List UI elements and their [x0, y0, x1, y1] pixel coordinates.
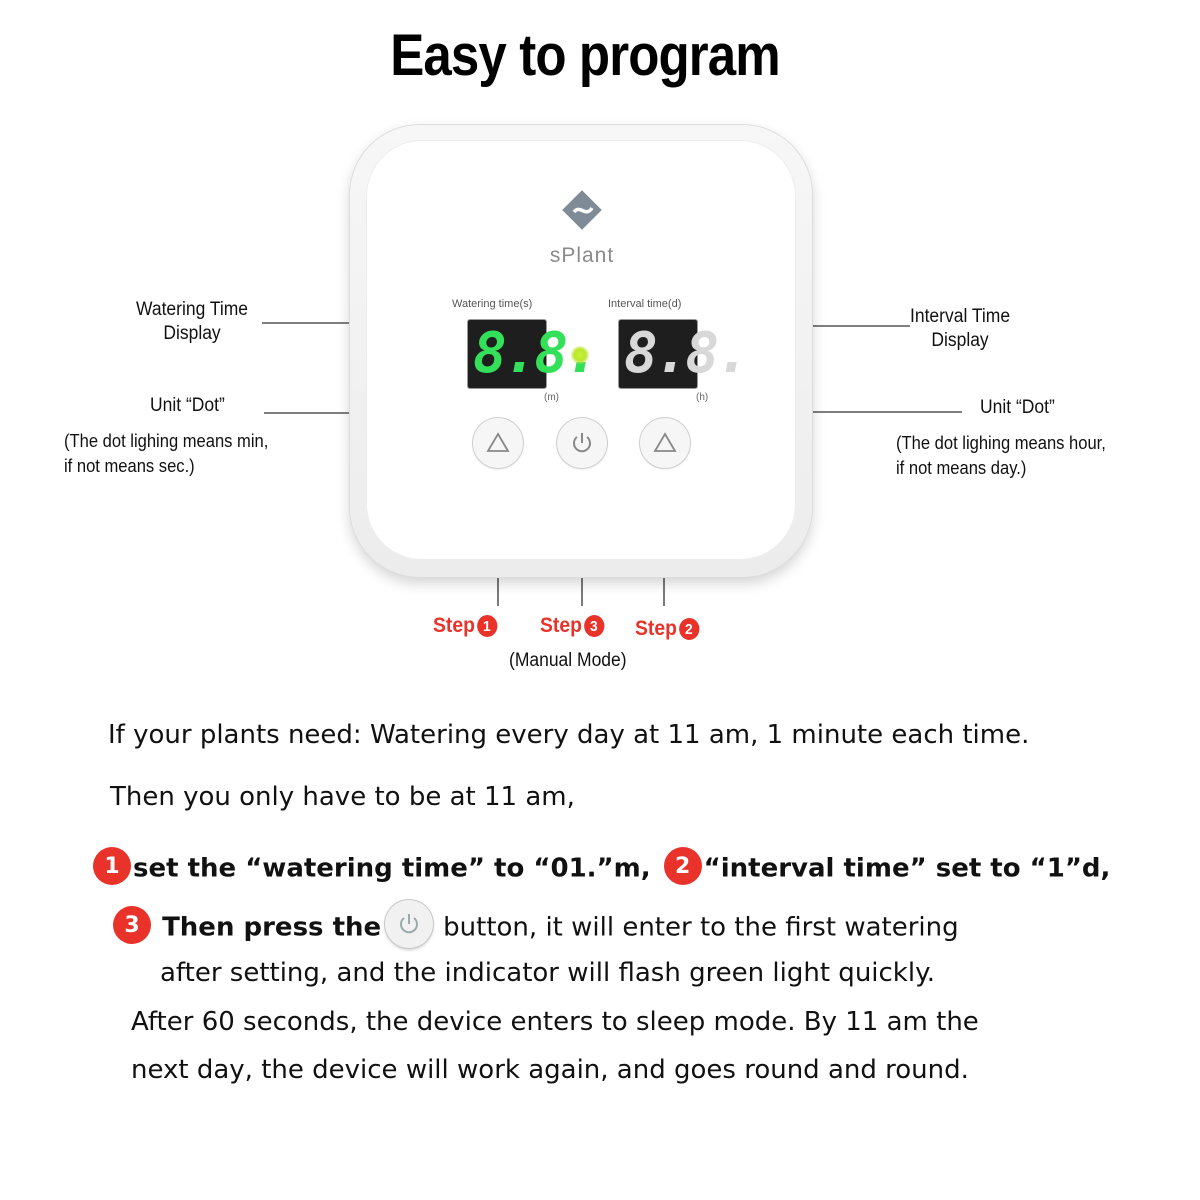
page-title: Easy to program — [390, 23, 780, 88]
instruction-line-6: After 60 seconds, the device enters to s… — [131, 1007, 979, 1037]
sPlant-logo-icon — [562, 190, 602, 230]
instruction-line-4: 3 Then press the button, it will enter to… — [113, 900, 959, 952]
step-badge-2: 2 — [663, 847, 702, 885]
step-word: Step — [540, 614, 582, 637]
manual-mode-label: (Manual Mode) — [509, 650, 627, 671]
watering-time-label: Watering time(s) — [452, 298, 533, 310]
step-word: Step — [635, 617, 677, 640]
step-number-badge: 3 — [583, 615, 604, 637]
unit-dot-callout-right: Unit “Dot” — [980, 397, 1055, 418]
step-3-label: Step 3 — [540, 614, 604, 638]
power-icon — [573, 433, 591, 453]
step-number-badge: 2 — [678, 618, 699, 640]
inline-power-button-icon — [385, 900, 434, 948]
instruction-line-1: If your plants need: Watering every day … — [108, 720, 1030, 750]
watering-time-display: 8.8. — [468, 320, 599, 388]
note-left-line2: if not means sec.) — [64, 456, 195, 476]
instruction-line-5: after setting, and the indicator will fl… — [160, 958, 936, 988]
instruction-line-3a: set the “watering time” to “01.”m, — [133, 853, 651, 884]
instruction-line-2: Then you only have to be at 11 am, — [110, 782, 575, 812]
interval-time-label: Interval time(d) — [608, 298, 682, 310]
note-left-line1: (The dot lighing means min, — [64, 431, 269, 451]
watering-display-callout: Watering Time Display — [136, 299, 249, 344]
step-2-label: Step 2 — [635, 617, 699, 641]
interval-time-display: 8.8. — [619, 320, 750, 388]
step-badge-3: 3 — [113, 906, 151, 944]
up-triangle-icon — [486, 432, 510, 452]
step-word: Step — [433, 614, 475, 637]
power-icon — [400, 914, 419, 934]
indicator-led — [571, 346, 589, 364]
step-badge-1: 1 — [93, 847, 131, 885]
watering-unit: (m) — [544, 392, 559, 403]
power-button[interactable] — [557, 418, 607, 468]
interval-up-button[interactable] — [640, 418, 690, 468]
note-right-line1: (The dot lighing means hour, — [896, 433, 1106, 453]
instruction-line-4b: button, it will enter to the first water… — [443, 912, 959, 943]
note-right-line2: if not means day.) — [896, 458, 1027, 478]
up-triangle-icon — [653, 432, 677, 452]
unit-dot-callout-left: Unit “Dot” — [150, 395, 225, 416]
interval-unit: (h) — [696, 392, 709, 403]
brand-name: sPlant — [549, 244, 615, 267]
step-1-label: Step 1 — [433, 614, 497, 638]
instruction-line-4a: Then press the — [162, 912, 382, 943]
interval-display-callout: Interval Time Display — [910, 306, 1011, 351]
step-number-badge: 1 — [476, 615, 497, 637]
instruction-line-3b: “interval time” set to “1”d, — [703, 853, 1111, 884]
instruction-line-7: next day, the device will work again, an… — [131, 1055, 969, 1085]
interval-digits: 8.8. — [624, 321, 750, 386]
watering-up-button[interactable] — [473, 418, 523, 468]
